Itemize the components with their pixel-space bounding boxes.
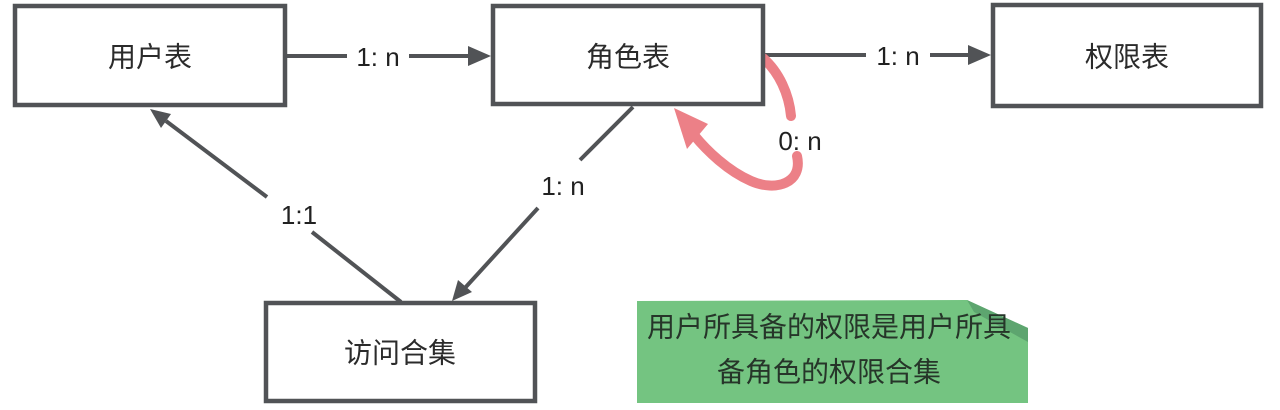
node-access-collection: 访问合集 (263, 300, 538, 404)
edge-user-to-role: 1: n (287, 42, 491, 72)
edge-label-role-permission: 1: n (876, 41, 919, 71)
arrowhead-icon (968, 45, 991, 65)
edge-label-role-access: 1: n (541, 171, 584, 201)
loop-segment-top (758, 53, 796, 121)
edge-role-to-access: 1: n (452, 105, 635, 301)
note-text-line1: 用户所具备的权限是用户所具 (647, 312, 1011, 343)
edge-access-to-user: 1:1 (150, 109, 403, 304)
node-label-access-collection: 访问合集 (344, 338, 456, 369)
note-text-line2: 备角色的权限合集 (717, 357, 941, 388)
node-permission-table: 权限表 (990, 2, 1264, 109)
loop-segment-curve (689, 130, 803, 191)
edge-label-user-role: 1: n (356, 42, 399, 72)
node-label-role-table: 角色表 (586, 42, 670, 73)
node-box (263, 300, 538, 404)
edge-line (578, 105, 635, 162)
edge-line (462, 206, 540, 291)
edge-line (310, 230, 403, 304)
note-folded-corner (967, 300, 1028, 342)
node-user-table: 用户表 (12, 3, 288, 108)
note-body (637, 300, 1028, 403)
note-sticker: 用户所具备的权限是用户所具 备角色的权限合集 (637, 300, 1028, 403)
edge-role-to-permission: 1: n (765, 41, 991, 71)
arrowhead-icon (468, 46, 491, 66)
edge-label-role-self: 0: n (778, 126, 821, 156)
node-label-permission-table: 权限表 (1085, 42, 1169, 73)
node-role-table: 角色表 (490, 3, 766, 107)
edge-line (164, 119, 269, 199)
node-box (490, 3, 766, 107)
arrowhead-icon (452, 280, 472, 301)
arrowhead-icon (150, 109, 171, 128)
node-box (990, 2, 1264, 109)
node-box (12, 3, 288, 108)
node-label-user-table: 用户表 (108, 42, 192, 73)
edge-role-self-loop: 0: n (674, 53, 822, 191)
arrowhead-icon (674, 108, 708, 149)
edge-label-access-user: 1:1 (281, 200, 317, 230)
